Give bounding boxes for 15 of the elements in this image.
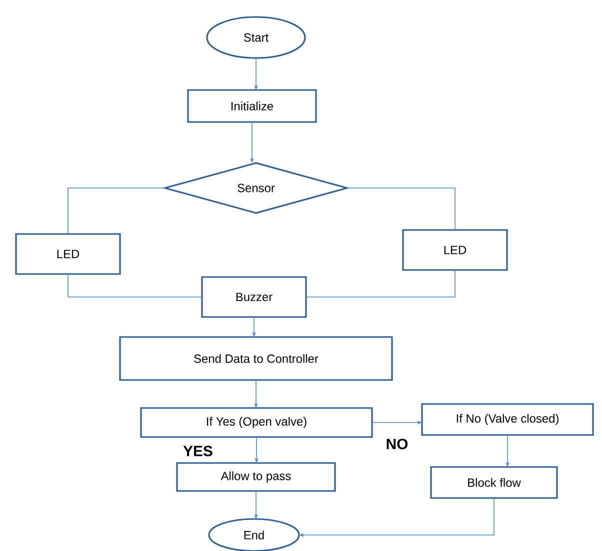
edge-label: NO — [384, 438, 410, 450]
process-box: If No (Valve closed) — [421, 403, 594, 436]
edge-label: YES — [182, 444, 214, 458]
connector-line — [68, 274, 202, 298]
connector-line — [306, 270, 456, 298]
process-box: If Yes (Open valve) — [140, 407, 373, 438]
process-box: Allow to pass — [176, 462, 336, 492]
process-box: LED — [402, 229, 508, 271]
process-box: Buzzer — [201, 276, 307, 318]
process-box: Block flow — [430, 466, 558, 499]
connector-line — [68, 188, 166, 234]
process-box: Initialize — [187, 89, 317, 123]
process-box: LED — [15, 233, 121, 275]
connector-line — [346, 188, 456, 230]
process-box: Send Data to Controller — [119, 336, 393, 381]
